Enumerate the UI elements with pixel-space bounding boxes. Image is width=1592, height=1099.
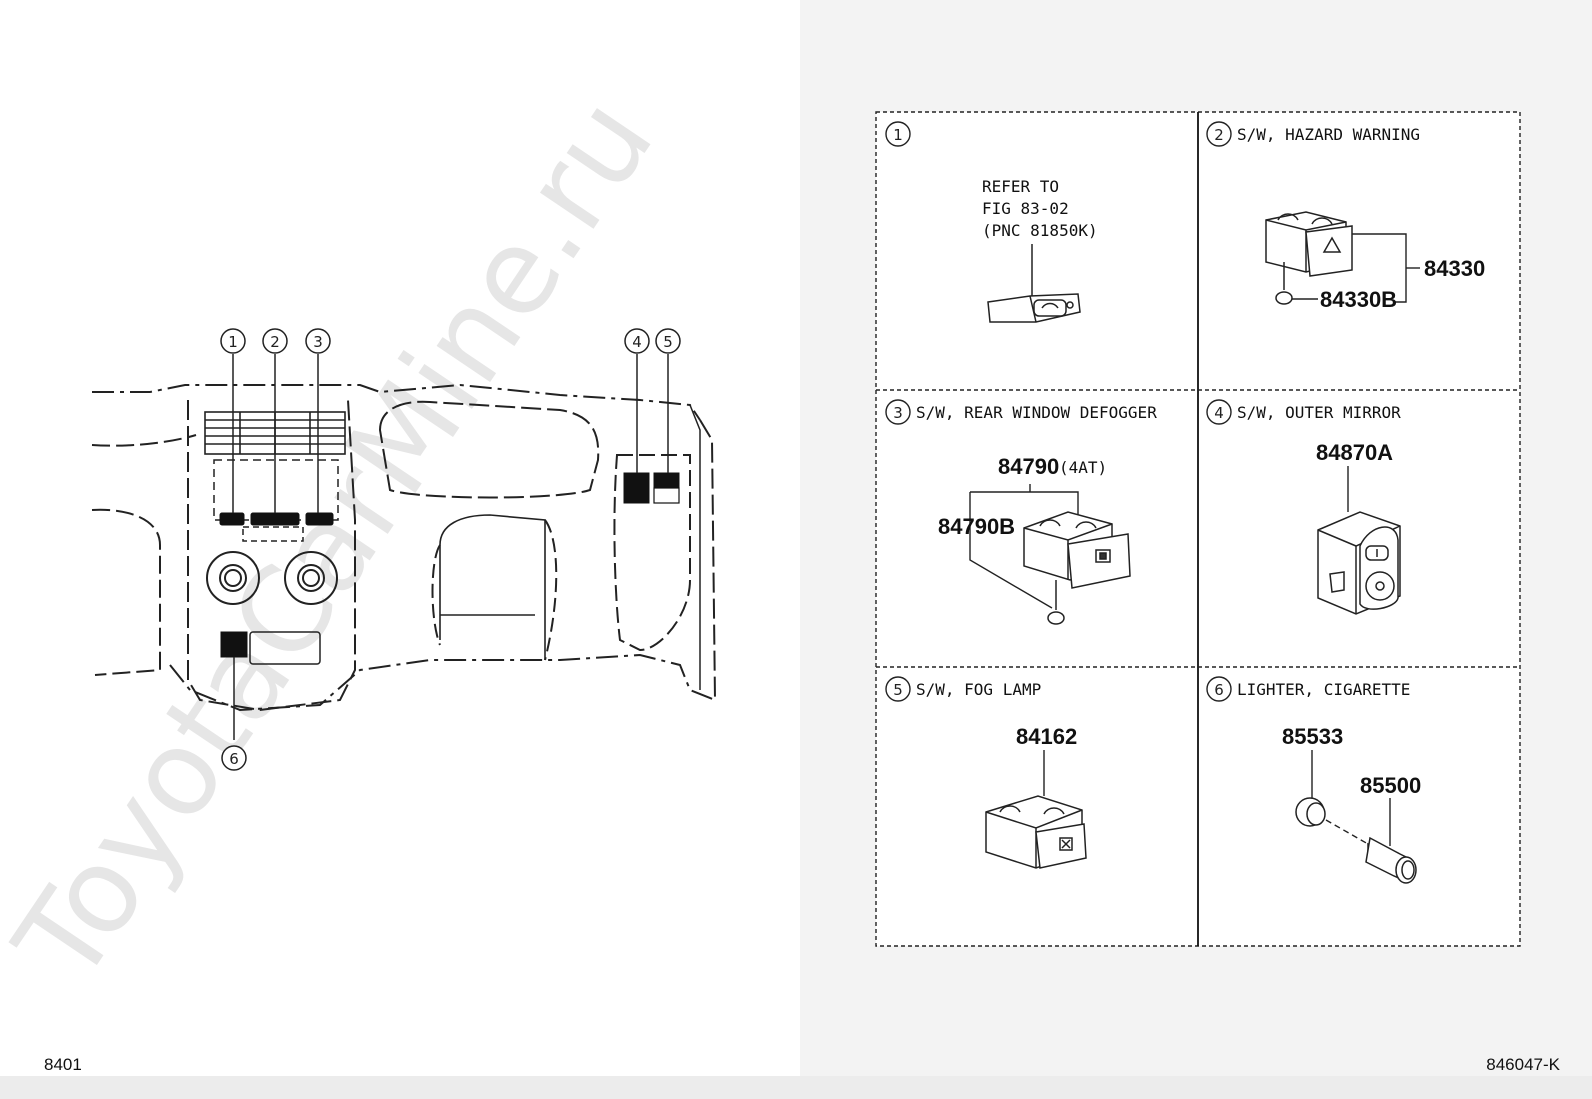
- cell-4-marker: 4: [1214, 404, 1224, 422]
- switch-location-3: [305, 512, 334, 526]
- cell-5-switch-drawing: [985, 795, 1087, 869]
- cell-1-switch-drawing: [987, 244, 1081, 323]
- cell-6-lighter-drawing: [1295, 797, 1417, 884]
- cell-1-note-line-3: (PNC 81850K): [982, 221, 1098, 240]
- part-84790b: 84790B: [938, 514, 1015, 539]
- callout-4: 4: [632, 333, 642, 351]
- cell-1-note-line-2: FIG 83-02: [982, 199, 1069, 218]
- cell-2-marker: 2: [1214, 126, 1224, 144]
- part-84330b: 84330B: [1320, 287, 1397, 312]
- callout-5: 5: [663, 333, 673, 351]
- figure-code: 846047-K: [1486, 1055, 1560, 1074]
- overview-panel: [0, 0, 800, 1076]
- callout-1: 1: [228, 333, 238, 351]
- cell-5-marker: 5: [893, 681, 903, 699]
- cell-2-title: S/W, HAZARD WARNING: [1237, 125, 1420, 144]
- callout-6: 6: [229, 750, 239, 768]
- part-85500: 85500: [1360, 773, 1421, 798]
- switch-location-1: [219, 512, 245, 526]
- cell-6-marker: 6: [1214, 681, 1224, 699]
- cell-1-note-line-1: REFER TO: [982, 177, 1059, 196]
- cell-4-title: S/W, OUTER MIRROR: [1237, 403, 1401, 422]
- cell-3-leaders: [969, 484, 1079, 609]
- callout-leaders: [232, 354, 669, 740]
- switch-location-6: [220, 631, 248, 658]
- part-85533: 85533: [1282, 724, 1343, 749]
- cell-3-switch-drawing: [1023, 511, 1131, 625]
- cell-3-marker: 3: [893, 404, 903, 422]
- watermark: ToyotaCarMine.ru: [0, 74, 680, 1007]
- page-number: 8401: [44, 1055, 82, 1074]
- cell-4-switch-drawing: [1317, 511, 1401, 615]
- cell-6-title: LIGHTER, CIGARETTE: [1237, 680, 1410, 699]
- cell-2-switch-drawing: [1265, 211, 1353, 305]
- switch-location-4: [623, 472, 650, 504]
- cell-2-leaders: [1292, 233, 1420, 303]
- part-84790-qualifier: (4AT): [1059, 458, 1107, 477]
- part-84870a: 84870A: [1316, 440, 1393, 465]
- switch-location-5: [653, 472, 680, 489]
- switch-location-2: [250, 512, 300, 526]
- part-84790: 84790: [998, 454, 1059, 479]
- callout-3: 3: [313, 333, 323, 351]
- overview-callouts: [220, 328, 681, 771]
- callout-2: 2: [270, 333, 280, 351]
- cell-3-title: S/W, REAR WINDOW DEFOGGER: [916, 403, 1157, 422]
- part-84330: 84330: [1424, 256, 1485, 281]
- dashboard-switches: [219, 472, 680, 658]
- bottom-strip: [0, 1076, 1592, 1099]
- part-84162: 84162: [1016, 724, 1077, 749]
- cell-5-title: S/W, FOG LAMP: [916, 680, 1041, 699]
- cell-1-marker: 1: [893, 126, 903, 144]
